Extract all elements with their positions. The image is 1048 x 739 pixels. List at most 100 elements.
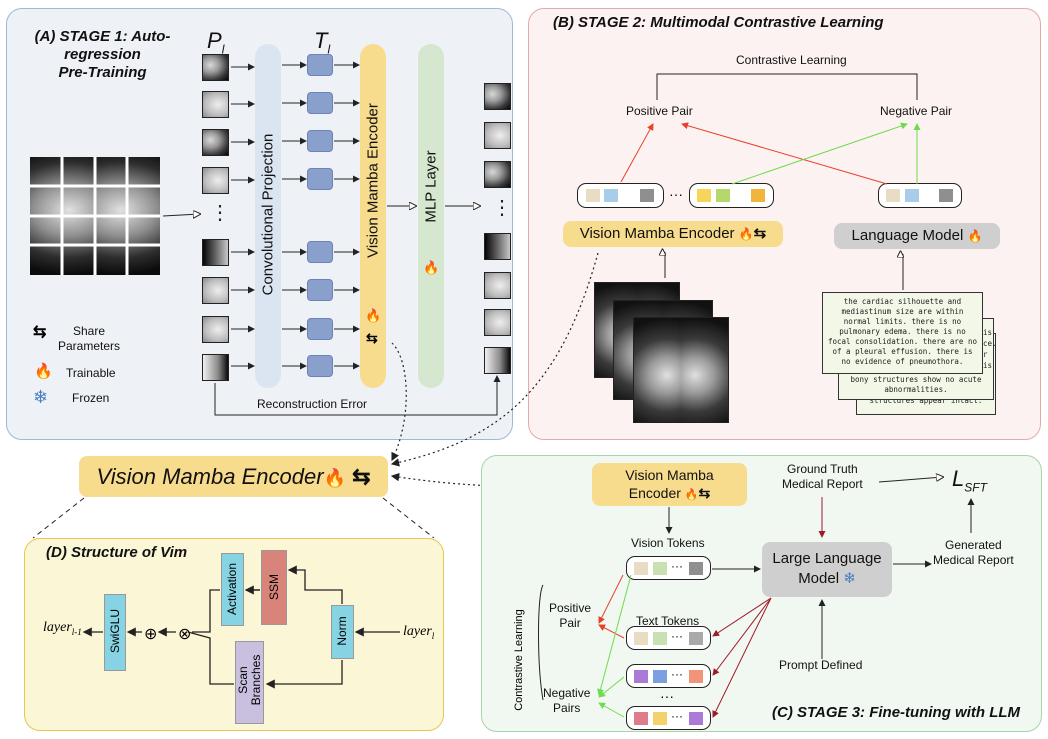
- layer-out-label: layerl-1: [43, 620, 82, 637]
- stage3-title: (C) STAGE 3: Fine-tuning with LLM: [772, 704, 1021, 721]
- norm-box: [331, 605, 354, 659]
- vim-structure-arrows: [82, 565, 400, 689]
- activation-box: [221, 553, 244, 626]
- contrastive-label: Contrastive Learning: [736, 53, 847, 67]
- xray-image: [633, 317, 729, 423]
- mlp-bar: [418, 44, 444, 388]
- stage3-panel: [481, 455, 1042, 732]
- token-label: Tl: [314, 28, 331, 57]
- fire-icon: 🔥: [738, 227, 754, 241]
- recon-label: Reconstruction Error: [257, 397, 368, 411]
- patch-thumb: [202, 316, 229, 343]
- token-square: [653, 670, 667, 683]
- share-icon: ⇆: [33, 324, 47, 341]
- token-square: [653, 632, 667, 645]
- vim-box-stage2: Vision Mamba Encoder 🔥⇆: [563, 221, 783, 247]
- share-icon: ⇆: [366, 330, 378, 346]
- ellipsis: ···: [660, 688, 674, 704]
- token-square: [886, 189, 900, 202]
- fire-icon: 🔥: [323, 468, 346, 488]
- report-mid-text: bony structures show no acute abnormalit…: [850, 375, 982, 394]
- token-square: [634, 712, 648, 725]
- token: [307, 318, 333, 340]
- negative-pair-label: Negative Pair: [880, 104, 953, 118]
- stage1-arrows: [162, 61, 501, 416]
- ellipsis: ···: [671, 709, 683, 723]
- output-patch: [484, 83, 511, 110]
- lsft-label: LSFT: [952, 466, 987, 495]
- negative-pairs-label-stage3: Negative Pairs: [543, 686, 591, 715]
- token-square: [604, 189, 618, 202]
- output-patch: [484, 309, 511, 336]
- patch-thumb: [202, 277, 229, 304]
- token-square: [689, 632, 703, 645]
- stage4-title: (D) Structure of Vim: [46, 544, 188, 561]
- fire-icon: 🔥: [365, 308, 382, 323]
- output-patch: [484, 161, 511, 188]
- vim-box-stage3: Vision Mamba Encoder 🔥⇆: [592, 463, 747, 506]
- patch-thumb: [202, 354, 229, 381]
- output-dots: ⋮: [492, 197, 512, 219]
- legend-share: Share Parameters: [58, 324, 121, 353]
- token: [307, 54, 333, 76]
- ssm-box: [261, 550, 287, 625]
- llm-box: Large Language Model ❄: [762, 542, 892, 597]
- patch-dots: ⋮: [210, 202, 230, 224]
- text-tokens-label: Text Tokens: [636, 614, 700, 628]
- layer-in-label: layerl: [403, 624, 435, 641]
- token: [307, 130, 333, 152]
- patch-thumb: [202, 91, 229, 118]
- legend-frozen: Frozen: [72, 391, 110, 405]
- fire-icon: 🔥: [423, 260, 440, 275]
- output-patch: [484, 233, 511, 260]
- ellipsis: ···: [671, 559, 683, 573]
- language-model-box: Language Model 🔥: [834, 223, 1000, 249]
- positive-pair-label-stage3: Positive Pair: [549, 601, 592, 630]
- vision-tokens-label: Vision Tokens: [631, 536, 705, 550]
- scan-branches-box: [235, 641, 264, 724]
- share-icon: ⇆: [698, 485, 711, 501]
- token: [307, 241, 333, 263]
- generated-report-label: Generated Medical Report: [933, 538, 1014, 567]
- ellipsis: ···: [671, 667, 683, 681]
- output-patch: [484, 272, 511, 299]
- vim-center-box: Vision Mamba Encoder🔥 ⇆: [79, 456, 388, 497]
- patch-thumb: [202, 239, 229, 266]
- output-patch: [484, 122, 511, 149]
- fire-icon: 🔥: [34, 363, 53, 380]
- fire-icon: 🔥: [684, 489, 699, 501]
- token-square: [751, 189, 765, 202]
- prompt-label: Prompt Defined: [779, 658, 863, 672]
- token: [307, 279, 333, 301]
- token-square: [939, 189, 953, 202]
- ellipsis: ···: [669, 186, 683, 202]
- oplus-symbol: ⊕: [144, 626, 158, 643]
- ground-truth-label: Ground Truth Medical Report: [782, 462, 863, 491]
- token-square: [586, 189, 600, 202]
- stage2-arrows: [620, 73, 921, 290]
- token-square: [697, 189, 711, 202]
- stage3-arrows: [538, 455, 975, 718]
- legend-trainable: Trainable: [66, 366, 116, 380]
- share-icon: ⇆: [753, 225, 767, 242]
- share-icon: ⇆: [352, 464, 371, 489]
- stage1-title: (A) STAGE 1: Auto- regression Pre-Traini…: [34, 28, 171, 81]
- patch-thumb: [202, 54, 229, 81]
- token-square: [689, 562, 703, 575]
- token: [307, 355, 333, 377]
- fire-icon: 🔥: [967, 229, 983, 243]
- token-square: [653, 562, 667, 575]
- positive-pair-label: Positive Pair: [626, 104, 693, 118]
- token-square: [634, 632, 648, 645]
- token-square: [653, 712, 667, 725]
- token-square: [905, 189, 919, 202]
- snowflake-icon: ❄: [843, 570, 856, 587]
- swiglu-box: [104, 594, 126, 671]
- report-card-front: the cardiac silhouette and mediastinum s…: [822, 292, 983, 374]
- token-square: [689, 670, 703, 683]
- otimes-symbol: ⊗: [178, 626, 192, 643]
- token: [307, 168, 333, 190]
- output-patch: [484, 347, 511, 374]
- report-back-text: structures appear intact.: [869, 396, 983, 405]
- patch-label: Pl: [207, 28, 225, 57]
